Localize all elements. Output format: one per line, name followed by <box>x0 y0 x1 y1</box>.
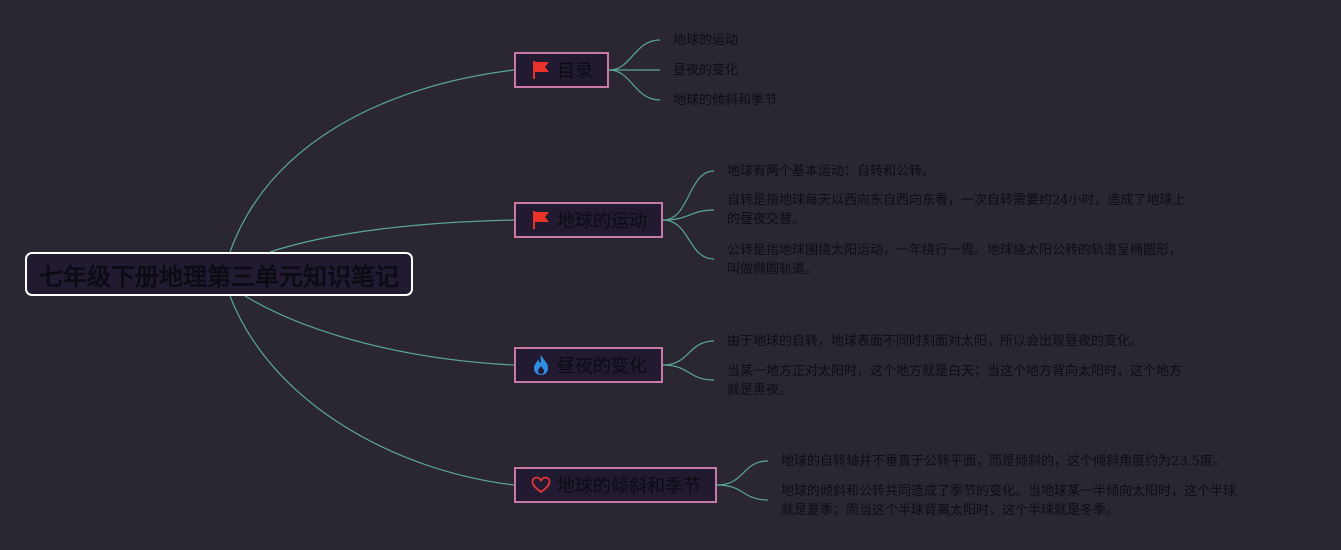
connector-motion-leaf-2 <box>662 209 715 221</box>
connector-motion-leaf-3 <box>662 219 715 260</box>
leaf-line: 地球的自转轴并不垂直于公转平面，而是倾斜的，这个倾斜角度约为23.5度。 <box>781 454 1226 469</box>
leaf-line: 地球的运动 <box>673 33 739 48</box>
heart-icon <box>530 474 552 496</box>
leaf-line: 地球有两个基本运动：自转和公转。 <box>727 164 936 179</box>
root-title: 七年级下册地理第三单元知识笔记 <box>39 262 399 291</box>
connector-root-to-catalog <box>229 69 515 253</box>
leaf-line: 地球的倾斜和季节 <box>673 93 778 108</box>
root-topic[interactable]: 七年级下册地理第三单元知识笔记 <box>25 252 413 296</box>
day-night-leaf[interactable]: 当某一地方正对太阳时，这个地方就是白天；当这个地方背向太阳时，这个地方 就是黑夜… <box>727 362 1182 400</box>
connector-catalog-leaf-3 <box>608 69 661 101</box>
leaf-line: 公转是指地球围绕太阳运动，一年绕行一周。地球绕太阳公转的轨道呈椭圆形， <box>727 243 1183 258</box>
topic-catalog-label: 目录 <box>557 61 593 82</box>
topic-tilt-seasons[interactable]: 地球的倾斜和季节 <box>514 467 717 503</box>
earth-motion-leaf[interactable]: 地球有两个基本运动：自转和公转。 <box>727 162 935 181</box>
leaf-line: 叫做椭圆轨道。 <box>727 262 819 277</box>
connector-daynight-leaf-1 <box>662 340 715 366</box>
topic-tilt-seasons-label: 地球的倾斜和季节 <box>557 476 701 497</box>
connector-root-to-tilt-seasons <box>229 295 515 486</box>
connector-tilt-leaf-1 <box>716 460 769 486</box>
leaf-line: 当某一地方正对太阳时，这个地方就是白天；当这个地方背向太阳时，这个地方 <box>727 364 1183 379</box>
connector-motion-leaf-1 <box>662 170 715 221</box>
connector-tilt-leaf-2 <box>716 484 769 501</box>
day-night-leaf[interactable]: 由于地球的自转，地球表面不同时刻面对太阳，所以会出现昼夜的变化。 <box>727 332 1143 351</box>
topic-day-night-label: 昼夜的变化 <box>557 356 647 377</box>
catalog-leaf[interactable]: 地球的倾斜和季节 <box>673 91 777 110</box>
tilt-seasons-leaf[interactable]: 地球的倾斜和公转共同造成了季节的变化。当地球某一半倾向太阳时，这个半球 就是夏季… <box>781 482 1236 520</box>
leaf-line: 自转是指地球每天以西向东自西向东看，一次自转需要约24小时，造成了地球上 <box>727 193 1186 208</box>
leaf-line: 由于地球的自转，地球表面不同时刻面对太阳，所以会出现昼夜的变化。 <box>727 334 1144 349</box>
leaf-line: 的昼夜交替。 <box>727 212 806 227</box>
earth-motion-leaf[interactable]: 公转是指地球围绕太阳运动，一年绕行一周。地球绕太阳公转的轨道呈椭圆形， 叫做椭圆… <box>727 241 1182 279</box>
connector-catalog-leaf-1 <box>608 39 661 71</box>
catalog-leaf[interactable]: 地球的运动 <box>673 31 738 50</box>
topic-earth-motion[interactable]: 地球的运动 <box>514 202 663 238</box>
earth-motion-leaf[interactable]: 自转是指地球每天以西向东自西向东看，一次自转需要约24小时，造成了地球上 的昼夜… <box>727 191 1186 229</box>
leaf-line: 就是夏季；而当这个半球背离太阳时，这个半球就是冬季。 <box>781 503 1120 518</box>
red-flag-icon <box>530 59 552 81</box>
topic-earth-motion-label: 地球的运动 <box>557 211 647 232</box>
connector-daynight-leaf-2 <box>662 364 715 381</box>
connector-root-to-day-night <box>244 295 515 366</box>
topic-catalog[interactable]: 目录 <box>514 52 609 88</box>
fire-icon <box>530 354 552 376</box>
leaf-line: 昼夜的变化 <box>673 63 739 78</box>
tilt-seasons-leaf[interactable]: 地球的自转轴并不垂直于公转平面，而是倾斜的，这个倾斜角度约为23.5度。 <box>781 452 1226 471</box>
leaf-line: 地球的倾斜和公转共同造成了季节的变化。当地球某一半倾向太阳时，这个半球 <box>781 484 1237 499</box>
topic-day-night[interactable]: 昼夜的变化 <box>514 347 663 383</box>
catalog-leaf[interactable]: 昼夜的变化 <box>673 61 738 80</box>
red-flag-icon <box>530 209 552 231</box>
leaf-line: 就是黑夜。 <box>727 383 793 398</box>
connector-root-to-earth-motion <box>269 219 515 253</box>
